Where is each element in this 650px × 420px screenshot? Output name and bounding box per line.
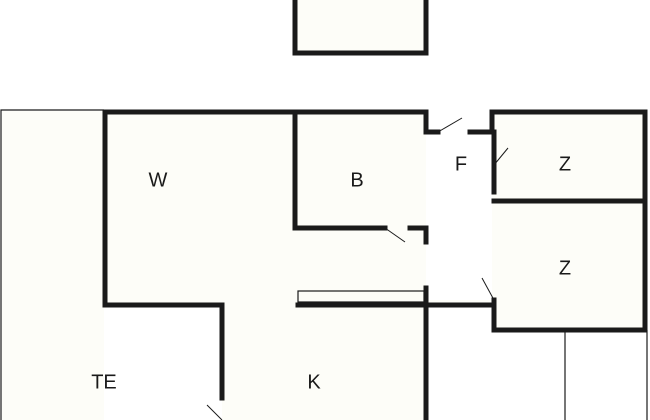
room-label-k: K — [307, 371, 321, 393]
room-label-f: F — [455, 153, 467, 175]
room-label-z-top: Z — [559, 153, 571, 175]
interior-walls — [292, 109, 429, 245]
room-label-w: W — [149, 169, 168, 191]
room-label-z-bottom: Z — [559, 257, 571, 279]
room-labels: W B F Z Z TE K — [91, 153, 571, 393]
room-label-te: TE — [91, 371, 117, 393]
room-label-b: B — [350, 169, 363, 191]
door-swings — [206, 117, 509, 420]
annex-structure — [292, 0, 429, 56]
exterior-walls — [102, 109, 648, 420]
floor-fills — [2, 111, 645, 420]
exterior-thin-lines — [564, 330, 648, 420]
terrace-outline — [0, 109, 104, 420]
kitchen-counter — [297, 290, 425, 303]
